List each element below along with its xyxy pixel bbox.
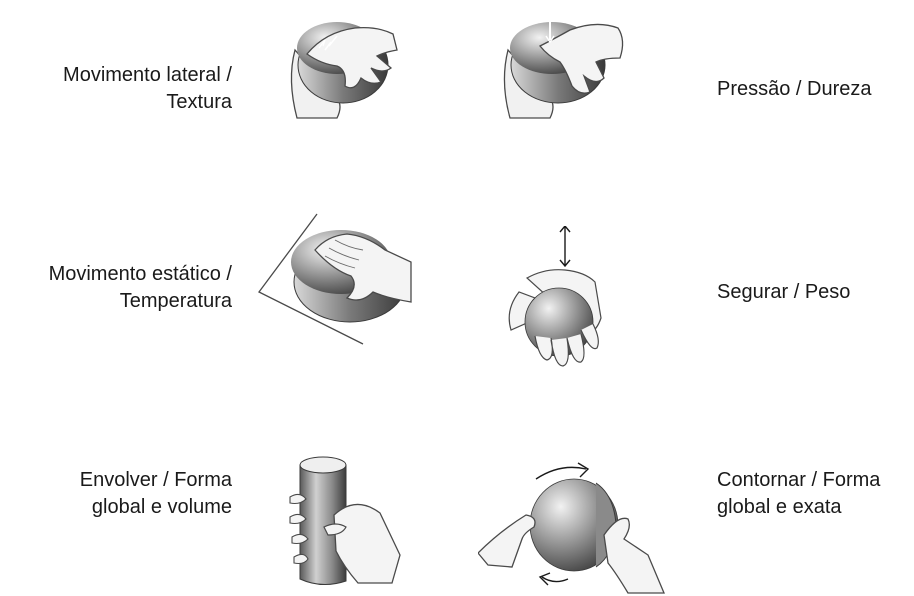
label-static-contact: Movimento estático / Temperatura: [8, 261, 232, 315]
label-lateral-motion: Movimento lateral / Textura: [28, 62, 232, 116]
hand-resting-on-sphere-icon: [255, 210, 415, 350]
label-line: global e exata: [717, 494, 880, 521]
label-line: Movimento estático /: [8, 261, 232, 288]
label-line: Movimento lateral /: [28, 62, 232, 89]
hand-holding-sphere-icon: [505, 226, 605, 372]
label-pressure: Pressão / Dureza: [717, 76, 872, 103]
label-line: Pressão / Dureza: [717, 76, 872, 103]
label-line: global e volume: [28, 494, 232, 521]
label-contour: Contornar / Forma global e exata: [717, 467, 880, 521]
hand-rubbing-sphere-icon: [285, 10, 405, 125]
label-enclose: Envolver / Forma global e volume: [28, 467, 232, 521]
finger-pressing-sphere-icon: [500, 10, 630, 125]
label-line: Textura: [28, 89, 232, 116]
label-line: Contornar / Forma: [717, 467, 880, 494]
label-line: Segurar / Peso: [717, 279, 850, 306]
hand-enclosing-cylinder-icon: [284, 455, 404, 589]
hands-tracing-sphere-icon: [478, 455, 668, 595]
label-line: Temperatura: [8, 288, 232, 315]
label-hold-weight: Segurar / Peso: [717, 279, 850, 306]
label-line: Envolver / Forma: [28, 467, 232, 494]
